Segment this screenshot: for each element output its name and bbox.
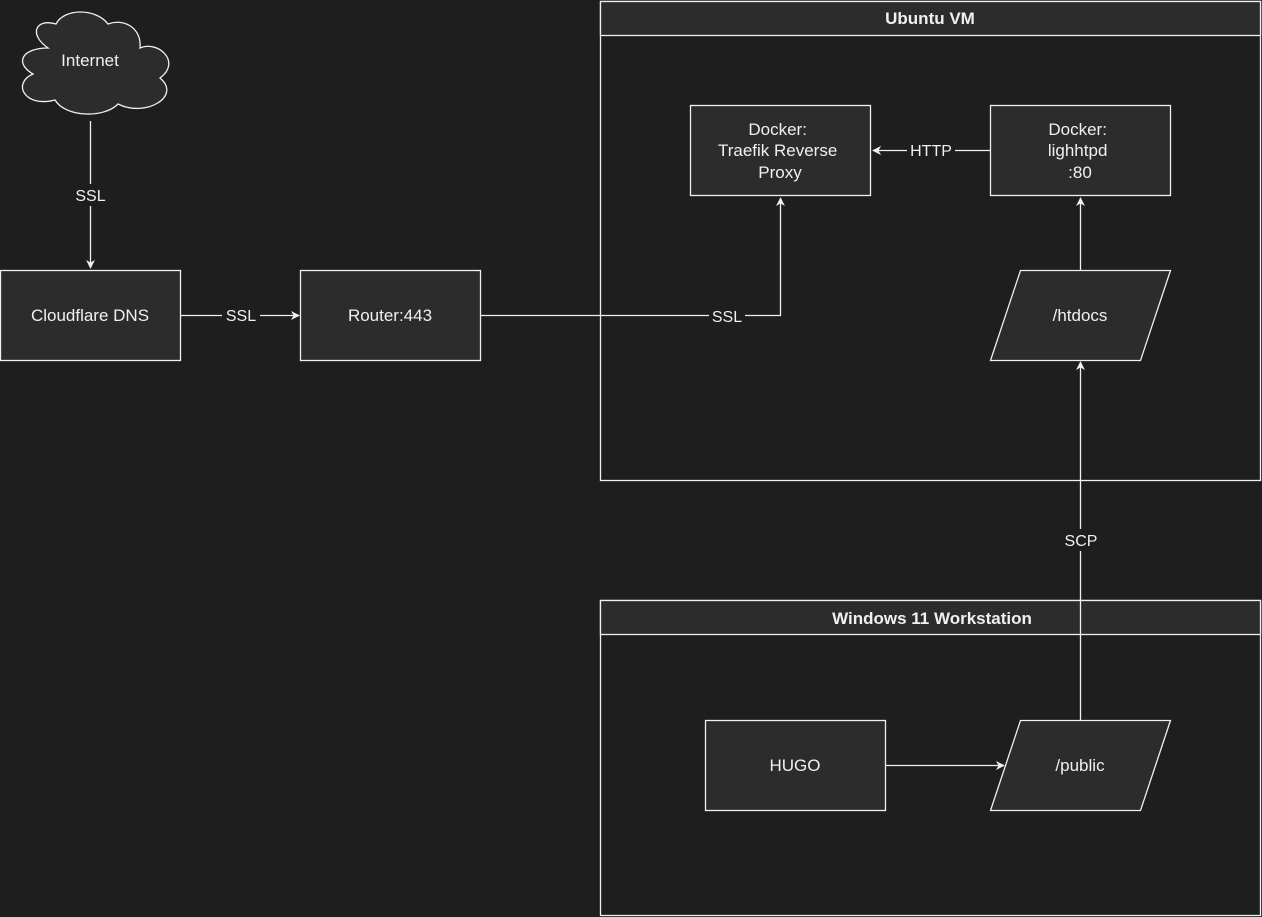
edge-lighttpd-to-traefik[interactable]: HTTP <box>872 140 990 161</box>
ubuntu-vm-container[interactable]: Ubuntu VM <box>599 0 1262 482</box>
hugo-node[interactable]: HUGO <box>704 719 887 812</box>
edge-public-to-htdocs[interactable]: SCP <box>1061 361 1101 720</box>
public-node[interactable]: /public <box>989 719 1172 812</box>
edge-internet-to-cloudflare[interactable]: SSL <box>72 121 110 269</box>
windows-workstation-container[interactable]: Windows 11 Workstation <box>599 599 1262 917</box>
traefik-label: Docker: Traefik Reverse Proxy <box>718 120 842 182</box>
edge-router-to-traefik[interactable]: SSL <box>481 197 785 327</box>
htdocs-node[interactable]: /htdocs <box>989 269 1172 362</box>
public-label: /public <box>1055 756 1105 775</box>
edge-label-ssl: SSL <box>75 188 105 205</box>
edge-label-scp: SCP <box>1065 533 1098 550</box>
lighttpd-label: Docker: lighhtpd :80 <box>1048 120 1112 182</box>
edge-cloudflare-to-router[interactable]: SSL <box>181 305 300 326</box>
htdocs-label: /htdocs <box>1053 306 1108 325</box>
cloud-icon <box>21 11 170 115</box>
ubuntu-vm-title: Ubuntu VM <box>885 9 975 28</box>
router-node[interactable]: Router:443 <box>299 269 482 362</box>
internet-label: Internet <box>61 51 119 70</box>
router-label: Router:443 <box>348 306 432 325</box>
internet-cloud-node[interactable]: Internet <box>21 11 170 115</box>
edge-label-ssl: SSL <box>226 308 256 325</box>
windows-workstation-title: Windows 11 Workstation <box>832 609 1032 628</box>
cloudflare-dns-node[interactable]: Cloudflare DNS <box>0 269 182 362</box>
edge-label-http: HTTP <box>910 143 952 160</box>
edge-label-ssl: SSL <box>712 309 742 326</box>
hugo-label: HUGO <box>770 756 821 775</box>
traefik-node[interactable]: Docker: Traefik Reverse Proxy <box>689 104 872 197</box>
lighttpd-node[interactable]: Docker: lighhtpd :80 <box>989 104 1172 197</box>
cloudflare-dns-label: Cloudflare DNS <box>31 306 149 325</box>
